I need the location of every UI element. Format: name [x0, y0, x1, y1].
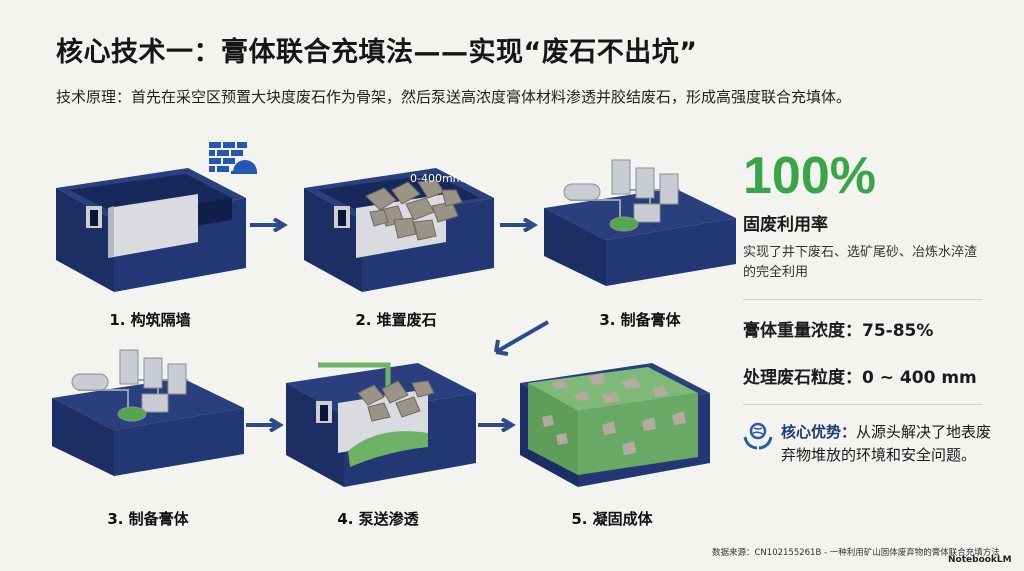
arrow-right-icon: [478, 418, 516, 432]
step-2-image: 0-400mm: [304, 168, 494, 292]
divider: [743, 299, 983, 300]
step-5-image: [520, 363, 710, 487]
step-4-image: [286, 362, 476, 487]
rock-size-annotation: 0-400mm: [410, 172, 463, 185]
brick-wall-helmet-icon: [209, 142, 257, 174]
advantage-heading: 核心优势：: [781, 423, 857, 441]
page-subtitle: 技术原理：首先在采空区预置大块度废石作为骨架，然后泵送高浓度膏体材料渗透并胶结废…: [56, 88, 852, 106]
advantage-text: 从源头解决了地表废弃物堆放的环境和安全问题。: [781, 423, 992, 464]
step-3-image-bottom: [52, 349, 244, 476]
metrics-panel: 100% 固废利用率 实现了井下废石、选矿尾砂、冶炼水淬渣的完全利用 膏体重量浓…: [743, 150, 993, 467]
arrow-right-icon: [246, 418, 284, 432]
utilization-label: 固废利用率: [743, 215, 828, 235]
utilization-percent: 100%: [743, 147, 876, 205]
step-3-label-bottom: 3. 制备膏体: [107, 510, 189, 528]
data-source: 数据来源：CN102155261B - 一种利用矿山固体废弃物的膏体联合充填方法: [712, 548, 1000, 558]
divider: [743, 404, 983, 405]
step-1-image: [56, 168, 246, 292]
page-title: 核心技术一：膏体联合充填法——实现“废石不出坑”: [56, 37, 698, 68]
step-1-label: 1. 构筑隔墙: [109, 311, 191, 329]
core-advantage: 核心优势：从源头解决了地表废弃物堆放的环境和安全问题。: [743, 421, 993, 467]
arrow-right-icon: [500, 218, 538, 232]
step-2-label: 2. 堆置废石: [355, 311, 437, 329]
concentration-metric: 膏体重量浓度：75-85%: [743, 321, 934, 341]
step-5-label: 5. 凝固成体: [571, 510, 653, 528]
arrow-diagonal-icon: [494, 320, 549, 356]
granularity-metric: 处理废石粒度：0 ~ 400 mm: [743, 368, 977, 388]
utilization-description: 实现了井下废石、选矿尾砂、冶炼水淬渣的完全利用: [743, 245, 978, 280]
arrow-right-icon: [250, 218, 288, 232]
step-3-label-top: 3. 制备膏体: [599, 311, 681, 329]
step-3-image-top: [544, 159, 736, 286]
hands-globe-icon: [743, 422, 773, 450]
step-4-label: 4. 泵送渗透: [337, 510, 419, 528]
brand-watermark: NotebookLM: [948, 555, 1012, 565]
